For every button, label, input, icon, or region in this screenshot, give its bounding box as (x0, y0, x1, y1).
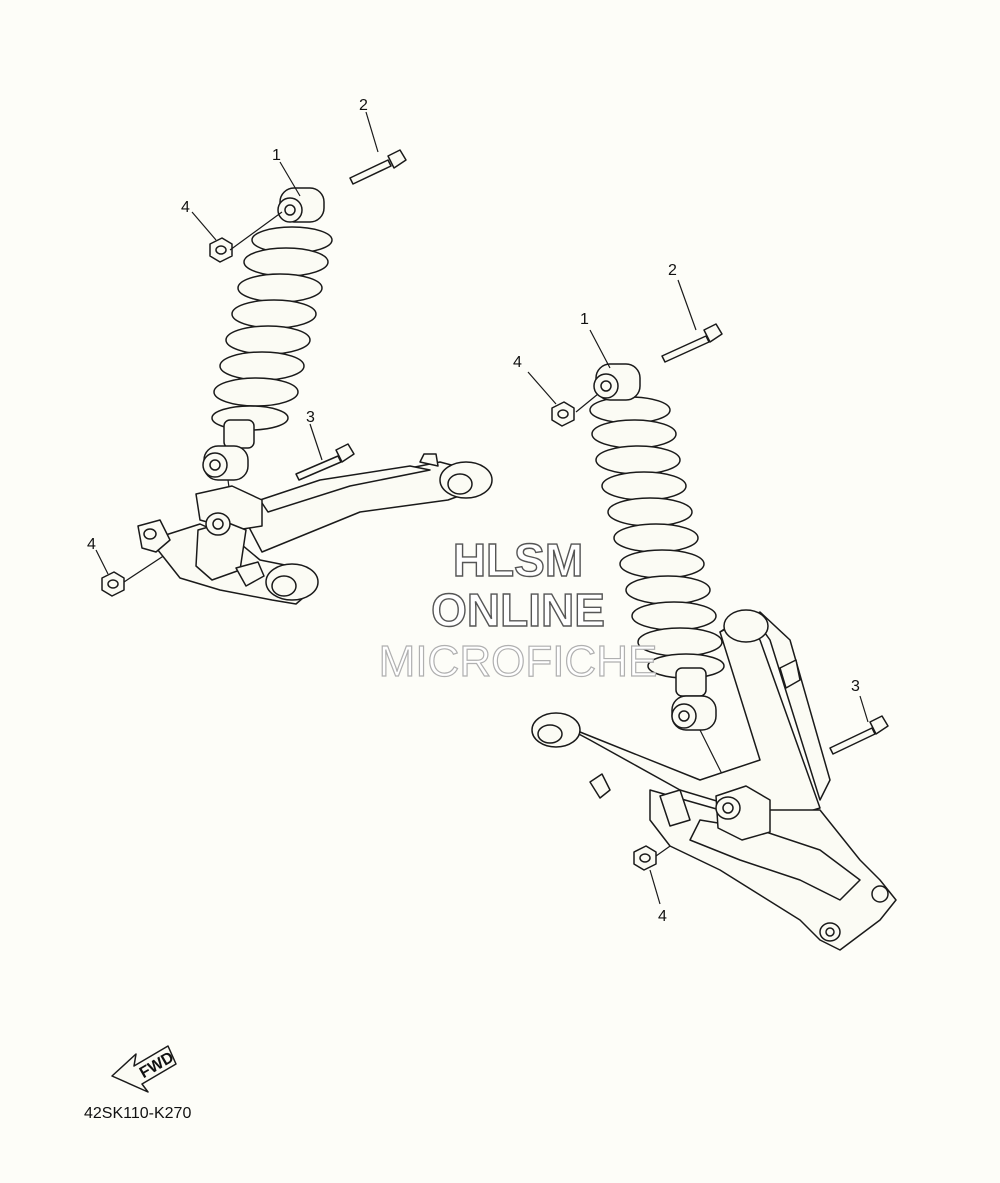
right-swing-arm (531, 609, 897, 951)
right-nut-top (551, 401, 575, 427)
watermark-line-3: MICROFICHE (379, 637, 658, 686)
right-nut-bottom (633, 845, 657, 871)
watermark-line-2: ONLINE (431, 584, 605, 636)
right-bolt-top (661, 323, 723, 363)
left-shock-bottom-eye (202, 445, 249, 481)
left-shock-top-eye (277, 187, 325, 223)
callout-right-1: 1 (580, 311, 589, 328)
left-bolt-lower (295, 443, 355, 481)
left-nut-top (209, 237, 233, 263)
left-shock-absorber (202, 187, 333, 481)
callout-left-4-bottom: 4 (87, 536, 96, 553)
right-shock-absorber (589, 363, 725, 731)
callout-right-3: 3 (851, 678, 860, 695)
right-shock-top-eye (593, 363, 641, 401)
callout-left-4-top: 4 (181, 199, 190, 216)
right-shock-bottom-eye (671, 695, 717, 731)
right-leaders (527, 279, 869, 905)
left-nut-bottom (101, 571, 125, 597)
callout-left-3: 3 (306, 409, 315, 426)
diagram-code: 42SK110-K270 (84, 1105, 191, 1122)
fwd-arrow-icon: FWD (111, 1045, 177, 1093)
callout-left-2: 2 (359, 97, 368, 114)
callout-right-2: 2 (668, 262, 677, 279)
left-bolt-top (349, 149, 407, 185)
callout-right-4-top: 4 (513, 354, 522, 371)
callout-right-4-bottom: 4 (658, 908, 667, 925)
watermark-line-1: HLSM (453, 534, 583, 586)
right-bolt-lower (829, 715, 889, 755)
left-swing-arm (137, 453, 493, 605)
left-leaders (95, 111, 379, 575)
callout-left-1: 1 (272, 147, 281, 164)
